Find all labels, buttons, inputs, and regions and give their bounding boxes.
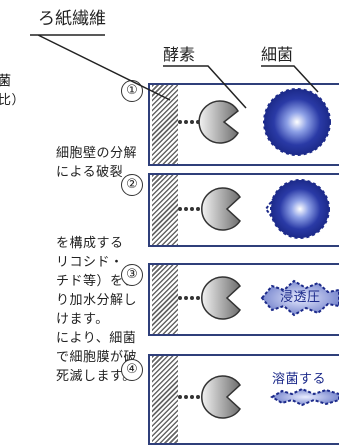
filter-fiber-wall	[152, 265, 178, 334]
stage-2-graphic	[178, 179, 330, 239]
filter-fiber-wall	[152, 356, 178, 443]
enzyme-pacman	[198, 100, 239, 144]
text-line: 死滅します。	[56, 369, 136, 384]
bacteria-label: 細菌	[261, 45, 294, 64]
text-line: 菌	[0, 74, 12, 89]
stage-1-graphic	[178, 88, 331, 156]
enzyme-pacman	[201, 375, 241, 419]
step-number-3: ③	[121, 264, 143, 286]
filter-fiber-wall	[152, 175, 178, 245]
lysed-cell	[270, 387, 339, 407]
enzyme-label: 酵素	[163, 45, 196, 64]
stage-4-graphic	[178, 375, 339, 419]
step-number-4: ④	[121, 359, 143, 381]
swelling-cell	[260, 279, 339, 317]
enzyme-leader	[163, 65, 247, 109]
text-line: を構成する	[56, 236, 124, 251]
osmotic-pressure-label: 浸透圧	[280, 290, 321, 305]
text-line: けます。	[56, 312, 109, 327]
stage-3-graphic	[178, 276, 339, 320]
enzyme-pacman	[201, 187, 241, 231]
step-number-2: ②	[121, 174, 143, 196]
text-line: で細胞膜が破	[56, 350, 138, 365]
bacteria-cell	[263, 88, 331, 156]
text-line: 比）	[0, 93, 26, 108]
bacteria-cell	[270, 179, 330, 239]
filter-fiber-leader	[30, 34, 171, 101]
text-line: により、細菌	[56, 331, 137, 346]
filter-fiber-label: ろ紙繊維	[38, 9, 106, 29]
bacteria-leader	[261, 65, 319, 93]
text-line: チド等）を、	[56, 274, 138, 289]
text-line: 細胞壁の分解	[56, 146, 138, 161]
text-line: リコシド・	[56, 255, 124, 270]
lysis-label: 溶菌する	[272, 372, 327, 387]
text-line: り加水分解し	[56, 293, 138, 308]
step-number-1: ①	[121, 80, 143, 102]
text-line: による破裂	[56, 165, 124, 180]
cell-wall-break	[264, 197, 275, 221]
enzyme-pacman	[201, 276, 241, 320]
